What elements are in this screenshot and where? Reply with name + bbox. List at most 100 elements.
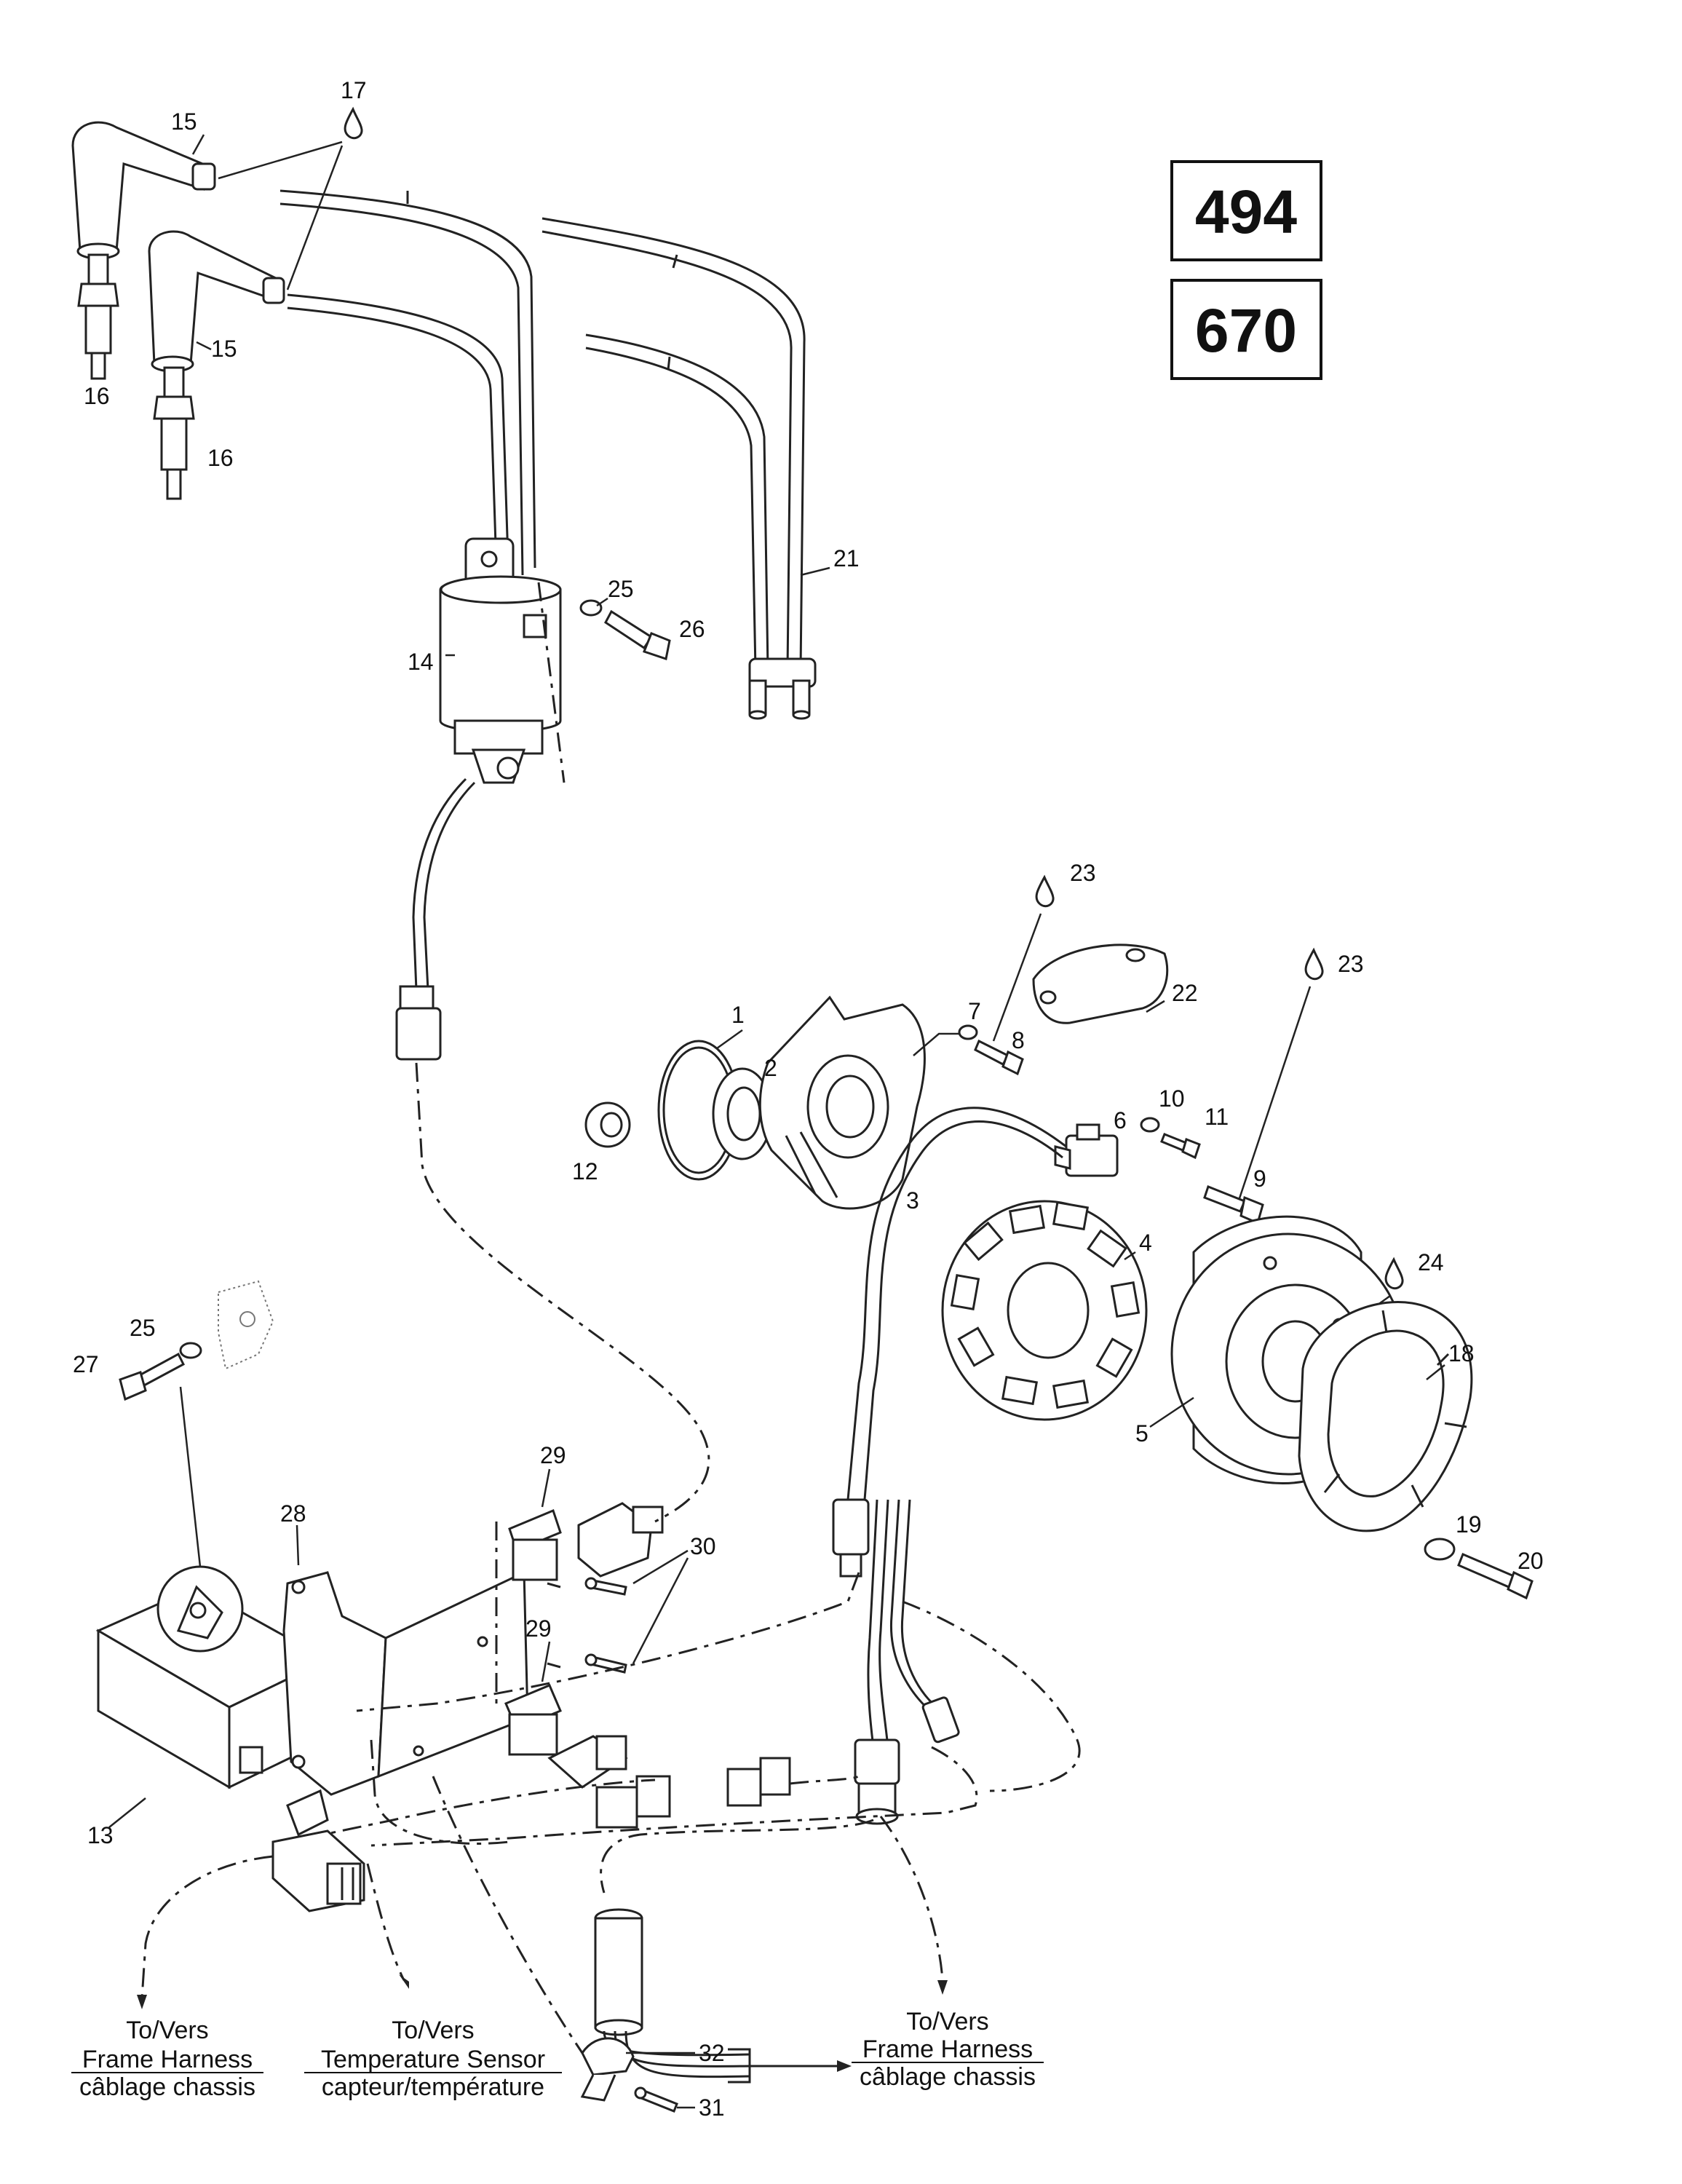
oil-seal xyxy=(712,1067,773,1160)
callout-12: 12 xyxy=(572,1158,598,1184)
lead-29-a xyxy=(541,1468,551,1508)
coil-washer xyxy=(579,599,603,617)
junction-connector xyxy=(271,1829,365,1912)
housing-bolt xyxy=(974,1039,1024,1076)
lead-17-b xyxy=(286,145,344,290)
model-494-box: 494 xyxy=(1170,160,1322,261)
callout-7: 7 xyxy=(968,998,981,1024)
lead-30-a xyxy=(632,1549,689,1585)
callout-14: 14 xyxy=(408,649,434,675)
grease-drop-23-left xyxy=(1035,874,1055,908)
note-frame-right-fr: câblage chassis xyxy=(860,2063,1036,2091)
note-temperature-sensor: To/Vers Temperature Sensor capteur/tempé… xyxy=(304,2017,562,2101)
callout-31: 31 xyxy=(699,2094,725,2121)
harness-route-d xyxy=(789,1775,860,1785)
callout-22: 22 xyxy=(1172,980,1198,1006)
stator-connector-top xyxy=(832,1498,870,1578)
sensor-plug xyxy=(594,1908,643,2036)
stator xyxy=(941,1200,1148,1421)
harness-route-c xyxy=(305,1779,656,1840)
coil-primary-wire xyxy=(412,778,467,991)
trigger-coil xyxy=(1054,1123,1119,1177)
callout-32: 32 xyxy=(699,2040,725,2066)
note-temp-fr: capteur/température xyxy=(322,2073,544,2101)
bracket-washer xyxy=(179,1342,202,1359)
note-frame-harness-left: To/Vers Frame Harness câblage chassis xyxy=(71,2017,263,2101)
plug-lower xyxy=(547,1735,628,1789)
callout-4: 4 xyxy=(1139,1230,1152,1256)
lead-29-b xyxy=(541,1641,551,1682)
note-frame-harness-right: To/Vers Frame Harness câblage chassis xyxy=(852,2008,1044,2091)
callout-8: 8 xyxy=(1012,1027,1025,1053)
callout-23a: 23 xyxy=(1070,860,1096,886)
note-frame-left-en: Frame Harness xyxy=(82,2046,253,2073)
callout-1: 1 xyxy=(731,1002,745,1028)
wire-end-clip xyxy=(748,657,817,720)
to-clip-route xyxy=(432,1776,584,2054)
callout-25a: 25 xyxy=(608,576,634,602)
ignition-coil xyxy=(439,537,562,784)
coil-to-cdi-route xyxy=(415,1062,710,1523)
callout-30: 30 xyxy=(690,1533,716,1559)
callout-29a: 29 xyxy=(540,1442,566,1468)
callout-24: 24 xyxy=(1418,1249,1444,1275)
lead-17-a xyxy=(218,141,343,180)
spark-plug-upper xyxy=(77,253,119,380)
connector-housing-lower xyxy=(504,1684,562,1756)
housing-cover xyxy=(1032,943,1169,1024)
arrow-frame-left xyxy=(137,1995,147,2009)
connector-housing-upper xyxy=(508,1508,562,1581)
callout-17: 17 xyxy=(341,77,367,103)
callout-11: 11 xyxy=(1205,1104,1229,1130)
lead-23-left xyxy=(992,913,1042,1042)
model-670-box: 670 xyxy=(1170,279,1322,380)
callout-10: 10 xyxy=(1159,1085,1185,1112)
ring-bolt xyxy=(1457,1553,1534,1600)
callout-16a: 16 xyxy=(84,383,110,409)
callout-28: 28 xyxy=(280,1500,306,1527)
note-temp-en: Temperature Sensor xyxy=(321,2046,545,2073)
model-494-label: 494 xyxy=(1195,178,1297,246)
harness-route-b xyxy=(902,1600,1081,1792)
grease-drop-23-right xyxy=(1304,947,1324,981)
grease-drop-17 xyxy=(344,106,363,140)
cdi-mount-detail xyxy=(156,1565,244,1653)
callout-27: 27 xyxy=(73,1351,99,1377)
mid-plug-left xyxy=(595,1775,671,1829)
to-frame-left-route xyxy=(140,1855,274,1999)
callout-18: 18 xyxy=(1448,1340,1475,1366)
cdi-detail-lead xyxy=(179,1386,202,1567)
housing-washer xyxy=(958,1024,978,1040)
stator-connector-small xyxy=(921,1696,960,1744)
callout-29b: 29 xyxy=(525,1615,552,1642)
callout-2: 2 xyxy=(764,1055,777,1081)
model-670-label: 670 xyxy=(1195,296,1297,365)
sensor-bracket-line xyxy=(728,2048,837,2084)
trigger-wire xyxy=(846,1107,1067,1500)
callout-3: 3 xyxy=(906,1187,919,1214)
callout-25b: 25 xyxy=(130,1315,156,1341)
callout-15b: 15 xyxy=(211,336,237,362)
callout-20: 20 xyxy=(1518,1548,1544,1574)
harness-route-e xyxy=(370,1746,978,1847)
note-temp-to: To/Vers xyxy=(392,2017,474,2044)
ring-washer xyxy=(1424,1538,1456,1561)
plug-upper xyxy=(577,1502,664,1578)
magneto-housing xyxy=(758,995,926,1210)
note-frame-right-to: To/Vers xyxy=(906,2008,988,2035)
harness-pin xyxy=(634,2086,678,2113)
spark-plug-cap-lower xyxy=(148,230,285,373)
spark-plug-lower xyxy=(153,366,195,500)
arrow-temp-sensor xyxy=(399,1974,409,1989)
coil-bolt xyxy=(604,609,671,660)
callout-15a: 15 xyxy=(171,108,197,135)
harness-clip xyxy=(580,2037,635,2102)
note-frame-right-en: Frame Harness xyxy=(862,2035,1033,2063)
coil-mount-dashes xyxy=(537,582,566,783)
sensor-arrow xyxy=(837,2060,852,2072)
arrow-frame-right xyxy=(937,1980,948,1995)
callout-26: 26 xyxy=(679,616,705,642)
mid-plug-right xyxy=(726,1757,791,1807)
coil-connector xyxy=(395,985,442,1061)
